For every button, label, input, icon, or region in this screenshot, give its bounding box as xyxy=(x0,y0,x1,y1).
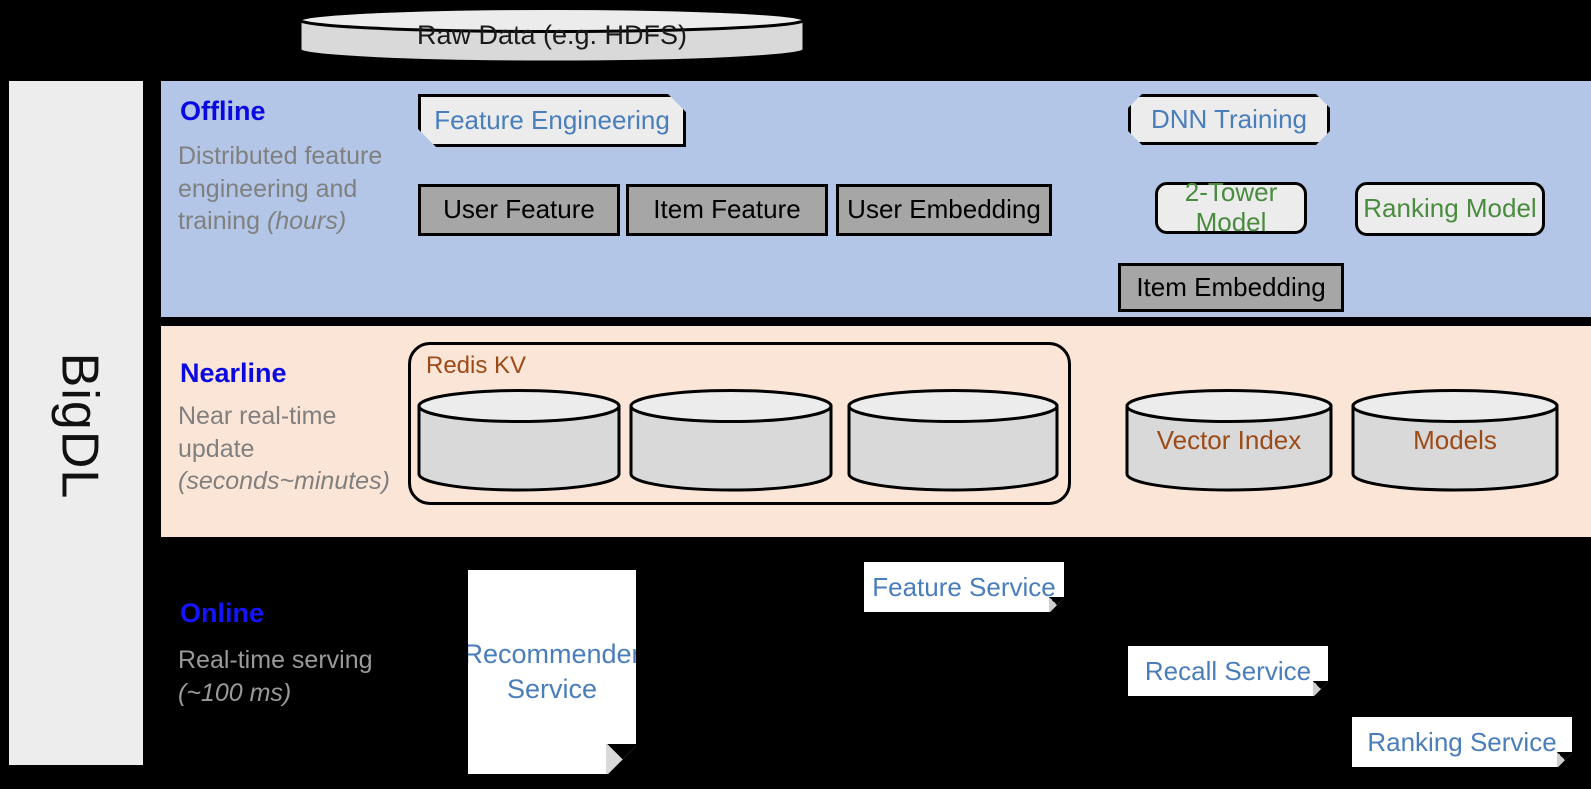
offline-subtitle-plain: Distributed feature engineering and trai… xyxy=(178,142,383,235)
feature-engineering-box[interactable]: Feature Engineering xyxy=(418,94,686,147)
bigdl-text: BigDL xyxy=(50,352,109,500)
user-embedding-box[interactable]: User Embedding xyxy=(836,184,1052,236)
vector-index-label: Vector Index xyxy=(1156,424,1302,455)
bigdl-rail: BigDL xyxy=(6,78,146,768)
nearline-subtitle-italic: (seconds~minutes) xyxy=(178,467,390,495)
recommender-service-label: Recommender Service xyxy=(463,638,641,704)
offline-subtitle: Distributed feature engineering and trai… xyxy=(178,140,393,238)
online-subtitle-italic: (~100 ms) xyxy=(178,678,292,707)
user-feature-label: User Feature xyxy=(443,194,595,225)
nearline-subtitle: Near real-time update (seconds~minutes) xyxy=(178,400,410,498)
dnn-training-box[interactable]: DNN Training xyxy=(1128,94,1330,145)
item-feature-label: Item Feature xyxy=(653,194,801,225)
redis-kv-label: Redis KV xyxy=(426,352,527,379)
feature-service-card[interactable]: Feature Service xyxy=(864,562,1064,612)
online-subtitle-plain: Real-time serving xyxy=(178,646,373,674)
user-embedding-label: User Embedding xyxy=(847,194,1041,225)
nearline-subtitle-plain: Near real-time update xyxy=(178,402,337,463)
feature-engineering-label: Feature Engineering xyxy=(434,104,670,135)
vector-index-cylinder[interactable]: Vector Index xyxy=(1124,388,1334,492)
ranking-model-box[interactable]: Ranking Model xyxy=(1355,182,1545,236)
store-cylinder-embedding-label xyxy=(846,388,1060,492)
offline-subtitle-italic: (hours) xyxy=(266,207,347,235)
user-feature-box[interactable]: User Feature xyxy=(418,184,620,236)
item-embedding-box[interactable]: Item Embedding xyxy=(1118,263,1344,312)
redis-kv-container xyxy=(408,342,1071,505)
item-embedding-label: Item Embedding xyxy=(1136,271,1326,302)
raw-data-cylinder: Raw Data (e.g. HDFS) xyxy=(296,6,808,64)
two-tower-model-box[interactable]: 2-Tower Model xyxy=(1155,177,1307,237)
models-label: Models xyxy=(1413,424,1497,455)
store-cylinder-item[interactable] xyxy=(628,388,834,492)
ranking-service-label: Ranking Service xyxy=(1367,726,1557,757)
store-cylinder-user-label xyxy=(416,388,622,492)
models-cylinder[interactable]: Models xyxy=(1350,388,1560,492)
recommender-service-card[interactable]: Recommender Service xyxy=(468,570,636,774)
online-title: Online xyxy=(180,598,265,628)
store-cylinder-embedding[interactable] xyxy=(846,388,1060,492)
ranking-model-label: Ranking Model xyxy=(1363,193,1537,224)
store-cylinder-item-label xyxy=(628,388,834,492)
recall-service-label: Recall Service xyxy=(1144,655,1312,686)
store-cylinder-user[interactable] xyxy=(416,388,622,492)
online-subtitle: Real-time serving (~100 ms) xyxy=(178,644,378,709)
dnn-training-label: DNN Training xyxy=(1150,103,1308,134)
nearline-title: Nearline xyxy=(180,358,287,388)
ranking-service-card[interactable]: Ranking Service xyxy=(1352,717,1572,767)
item-feature-box[interactable]: Item Feature xyxy=(626,184,828,236)
raw-data-label: Raw Data (e.g. HDFS) xyxy=(416,19,688,50)
two-tower-model-label: 2-Tower Model xyxy=(1184,177,1278,237)
bigdl-rail-label: BigDL xyxy=(9,81,149,771)
feature-service-label: Feature Service xyxy=(872,571,1056,602)
recall-service-card[interactable]: Recall Service xyxy=(1128,646,1328,696)
offline-title: Offline xyxy=(180,96,266,126)
